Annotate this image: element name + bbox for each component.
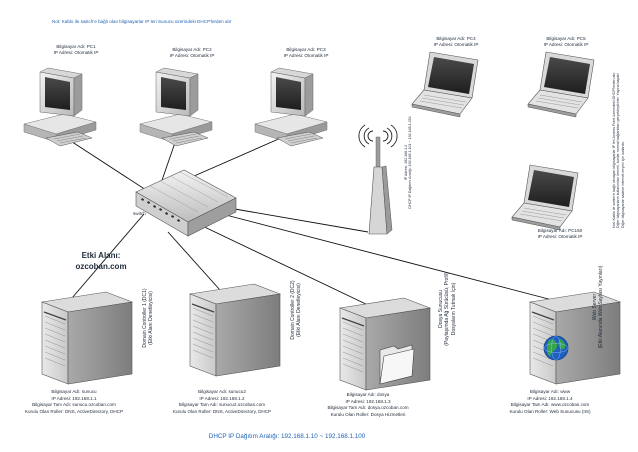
domain-title: Etki Alanı:	[81, 251, 121, 260]
dc1-info: Bilgisayar Adı: sunucu IP Adresi: 192.16…	[25, 389, 123, 416]
fileserver-role-desc2: Dosyaların Tutmak İçin)	[450, 282, 457, 336]
server-dc1	[40, 291, 134, 385]
cable-switch-to-webserver	[221, 213, 561, 303]
pc1-label: Bilgisayar Adı: PC1 IP Adresi: Otomatik …	[54, 44, 99, 55]
pc2-ip: IP Adresi: Otomatik IP	[169, 52, 215, 58]
pc4-label: Bilgisayar Adı: PC4 IP Adresi: Otomatik …	[434, 36, 479, 47]
pc1-ip: IP Adresi: Otomatik IP	[53, 49, 99, 55]
access-point-dhcp-range: DHCP IP Dağıtımı Aralığı: 192.168.1.101 …	[408, 116, 413, 209]
dc2-ip: IP Adresi: 192.168.1.2	[199, 395, 245, 401]
dc2-fqdn: Bilgisayar Tam Adı: sunucu2.ozcoban.com	[178, 402, 266, 408]
dc2-role-label: Domain Controller 2 (DC2) (Etki Alanı De…	[290, 272, 303, 348]
pc3-label: Bilgisayar Adı: PC3 IP Adresi: Otomatik …	[284, 47, 329, 58]
wifi-signal-icon	[358, 124, 398, 148]
cable-switch-to-pc3	[184, 133, 291, 181]
fileserver-roles: Kurulu Olan Roller: Dosya Hizmetleri	[330, 411, 406, 417]
laptop-pc5	[527, 51, 595, 118]
pc1-name: Bilgisayar Adı: PC1	[56, 44, 96, 49]
dc2-name: Bilgisayar Adı: sunucu2	[198, 389, 246, 394]
dc1-ip: IP Adresi: 192.168.1.1	[51, 395, 97, 401]
pc3-ip: IP Adresi: Otomatik IP	[283, 52, 329, 58]
webserver-fqdn: Bilgisayar Tam Adı: www.ozcoban.com	[510, 402, 590, 408]
dc2-role-desc: (Etki Alanı Denetleyicisi)	[296, 283, 303, 337]
pc4-ip: IP Adresi: Otomatik IP	[433, 41, 479, 47]
pc5-ip: IP Adresi: Otomatik IP	[543, 41, 589, 47]
dc1-role-desc: (Etki Alanı Denetleyicisi)	[148, 291, 155, 345]
cable-switch-to-pc1	[59, 133, 147, 191]
web-role-desc: (Etki Alanında Web Sayfası Yayınları)	[598, 265, 605, 349]
network-cables	[59, 133, 561, 307]
web-role-label: Web Server (Etki Alanında Web Sayfası Ya…	[592, 254, 605, 360]
dc1-role-label: Domain Controller 1 (DC1) (Etki Alanı De…	[142, 280, 155, 356]
domain-name: ozcoban.com	[75, 261, 127, 271]
pc5-label: Bilgisayar Adı: PC5 IP Adresi: Otomatik …	[544, 36, 589, 47]
dc1-name: Bilgisayar Adı: sunucu	[51, 389, 97, 394]
cable-switch-to-dc1	[71, 213, 145, 299]
laptop-pc4	[411, 51, 479, 118]
webserver-info: Bilgisayar Adı: www IP Adresi: 192.168.1…	[509, 389, 590, 416]
laptop-pc150	[511, 164, 579, 231]
fileserver-info: Bilgisayar Adı: dosya IP Adresi: 192.168…	[327, 392, 408, 419]
pc2-label: Bilgisayar Adı: PC2 IP Adresi: Otomatik …	[170, 47, 215, 58]
dc2-info: Bilgisayar Adı: sunucu2 IP Adresi: 192.1…	[173, 389, 271, 416]
pc150-ip: IP Adresi: Otomatik IP	[537, 233, 583, 239]
fileserver-name: Bilgisayar Adı: dosya	[346, 392, 390, 397]
cable-switch-to-access-point	[222, 206, 369, 233]
access-point	[358, 124, 398, 235]
webserver-name: Bilgisayar Adı: www	[529, 389, 571, 394]
pc2-name: Bilgisayar Adı: PC2	[172, 47, 212, 52]
right-note: Not: Kablo ile switch'e bağlı olmayan bi…	[612, 23, 625, 228]
fileserver-role-desc: (Paylaşımda Ağ Sürücüsü, Profil)	[444, 272, 451, 346]
pc3-name: Bilgisayar Adı: PC3	[286, 47, 326, 52]
server-dc2	[188, 283, 282, 377]
cable-switch-to-fileserver	[193, 221, 371, 307]
switch-label: switch	[133, 211, 146, 216]
pc5-name: Bilgisayar Adı: PC5	[546, 36, 586, 41]
dc2-roles: Kurulu Olan Roller: DNS, ActiveDirectory…	[172, 408, 272, 414]
folder-icon	[379, 344, 415, 385]
domain-label: Etki Alanı: ozcoban.com	[75, 251, 126, 273]
access-point-label: IP Adresi: 192.168.1.2 DHCP IP Dağıtımı …	[404, 115, 413, 210]
top-note: Not: Kablo ile switch'e bağlı olan bilgi…	[52, 19, 232, 24]
pc150-name: Bilgisayar Adı: PC150	[537, 228, 583, 233]
fileserver-ip: IP Adresi: 192.168.1.3	[345, 398, 391, 404]
webserver-ip: IP Adresi: 192.168.1.4	[527, 395, 573, 401]
dc1-roles: Kurulu Olan Roller: DNS, ActiveDirectory…	[24, 408, 124, 414]
desktop-pc1	[23, 67, 97, 147]
pc150-label: Bilgisayar Adı: PC150 IP Adresi: Otomati…	[538, 228, 583, 239]
pc4-name: Bilgisayar Adı: PC4	[436, 36, 476, 41]
network-switch	[135, 169, 237, 237]
desktop-pc2	[139, 67, 213, 147]
desktop-pc3	[254, 67, 328, 147]
fileserver-role-label: Dosya Sunucusu (Paylaşımda Ağ Sürücüsü, …	[438, 266, 457, 352]
fileserver-fqdn: Bilgisayar Tam Adı: dosya.ozcoban.com	[327, 405, 409, 411]
right-note-line3: Diğer bilgisayarlar sadece internet eriş…	[620, 140, 625, 228]
globe-icon	[543, 335, 569, 361]
dc1-fqdn: Bilgisayar Tam Adı: sunucu.ozcoban.com	[32, 402, 116, 408]
server-web	[528, 291, 622, 385]
webserver-roles: Kurulu Olan Roller: Web Sunucusu (IIS)	[509, 408, 591, 414]
dhcp-range: DHCP IP Dağıtım Aralığı: 192.168.1.10 ~ …	[208, 433, 366, 440]
cable-switch-to-dc2	[167, 231, 221, 291]
